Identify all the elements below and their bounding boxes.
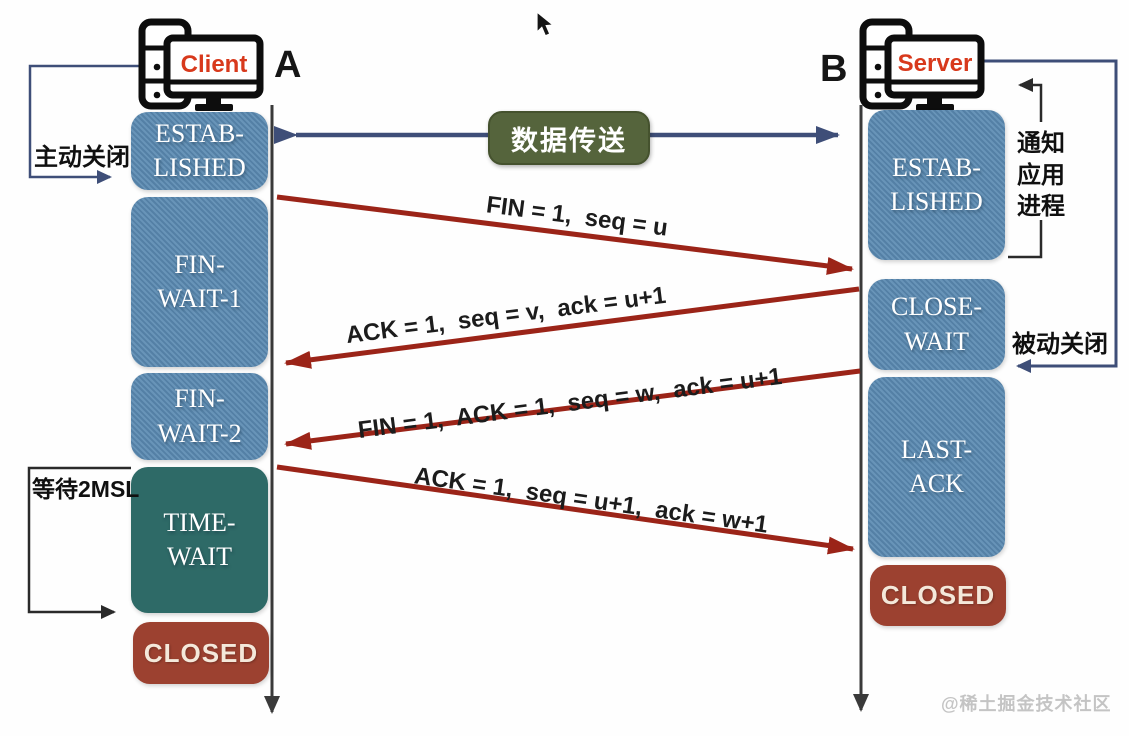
state-text: ACK bbox=[909, 469, 964, 498]
state-text: FIN- bbox=[174, 249, 225, 279]
wait-2msl-line bbox=[27, 466, 131, 619]
client-computer-icon: Client bbox=[138, 18, 264, 111]
client-icon-label: Client bbox=[181, 51, 248, 78]
arrow-ack-seq-v bbox=[284, 286, 860, 369]
arrow-fin-ack-seq-w bbox=[284, 368, 861, 450]
state-text: CLOSED bbox=[880, 580, 996, 611]
state-text: ESTAB- bbox=[892, 152, 981, 182]
state-box-client-closed: CLOSED bbox=[133, 622, 269, 684]
state-text: CLOSE- bbox=[891, 292, 982, 322]
mouse-cursor-icon bbox=[536, 10, 555, 37]
arrow-ack-seq-u1 bbox=[276, 464, 855, 555]
state-text: WAIT bbox=[167, 542, 232, 571]
state-box-client-fin-wait-2: FIN- WAIT-2 bbox=[131, 373, 268, 460]
state-box-server-close-wait: CLOSE- WAIT bbox=[868, 279, 1005, 370]
active-close-line bbox=[28, 64, 144, 184]
state-text: LISHED bbox=[153, 153, 246, 182]
active-close-label: 主动关闭 bbox=[34, 144, 130, 171]
endpoint-letter-a: A bbox=[274, 44, 302, 86]
notify-app-line: 进程 bbox=[1017, 193, 1065, 221]
state-text: CLOSED bbox=[143, 637, 259, 668]
notify-app-line-bottom bbox=[1008, 220, 1043, 259]
state-box-client-established: ESTAB- LISHED bbox=[131, 112, 268, 190]
state-text: LAST- bbox=[900, 434, 973, 464]
state-text: TIME- bbox=[163, 507, 236, 537]
state-text: WAIT-1 bbox=[157, 284, 242, 313]
state-text: ESTAB- bbox=[155, 118, 244, 148]
passive-close-line bbox=[984, 59, 1118, 373]
state-box-client-time-wait: TIME- WAIT bbox=[131, 467, 268, 613]
endpoint-letter-b: B bbox=[820, 48, 848, 90]
state-box-server-established: ESTAB- LISHED bbox=[868, 110, 1005, 260]
state-text: FIN- bbox=[174, 384, 225, 414]
notify-app-line-top bbox=[1018, 78, 1043, 122]
state-text: LISHED bbox=[890, 187, 983, 216]
state-box-server-last-ack: LAST- ACK bbox=[868, 377, 1005, 557]
data-transfer-badge: 数据传送 bbox=[488, 111, 650, 165]
notify-app-line: 通知 bbox=[1017, 130, 1065, 157]
state-text: WAIT-2 bbox=[157, 418, 242, 448]
watermark: @稀土掘金技术社区 bbox=[941, 694, 1112, 714]
state-box-server-closed: CLOSED bbox=[870, 565, 1006, 626]
arrow-fin-seq-u bbox=[276, 194, 854, 275]
server-computer-icon: Server bbox=[859, 18, 985, 111]
notify-app-line: 应用 bbox=[1017, 161, 1065, 189]
wait-2msl-label: 等待2MSL bbox=[32, 476, 140, 502]
state-text: WAIT bbox=[904, 326, 969, 356]
state-box-client-fin-wait-1: FIN- WAIT-1 bbox=[131, 197, 268, 367]
passive-close-label: 被动关闭 bbox=[1012, 331, 1108, 358]
server-icon-label: Server bbox=[898, 50, 973, 77]
notify-app-label: 通知 应用 进程 bbox=[1016, 128, 1066, 223]
